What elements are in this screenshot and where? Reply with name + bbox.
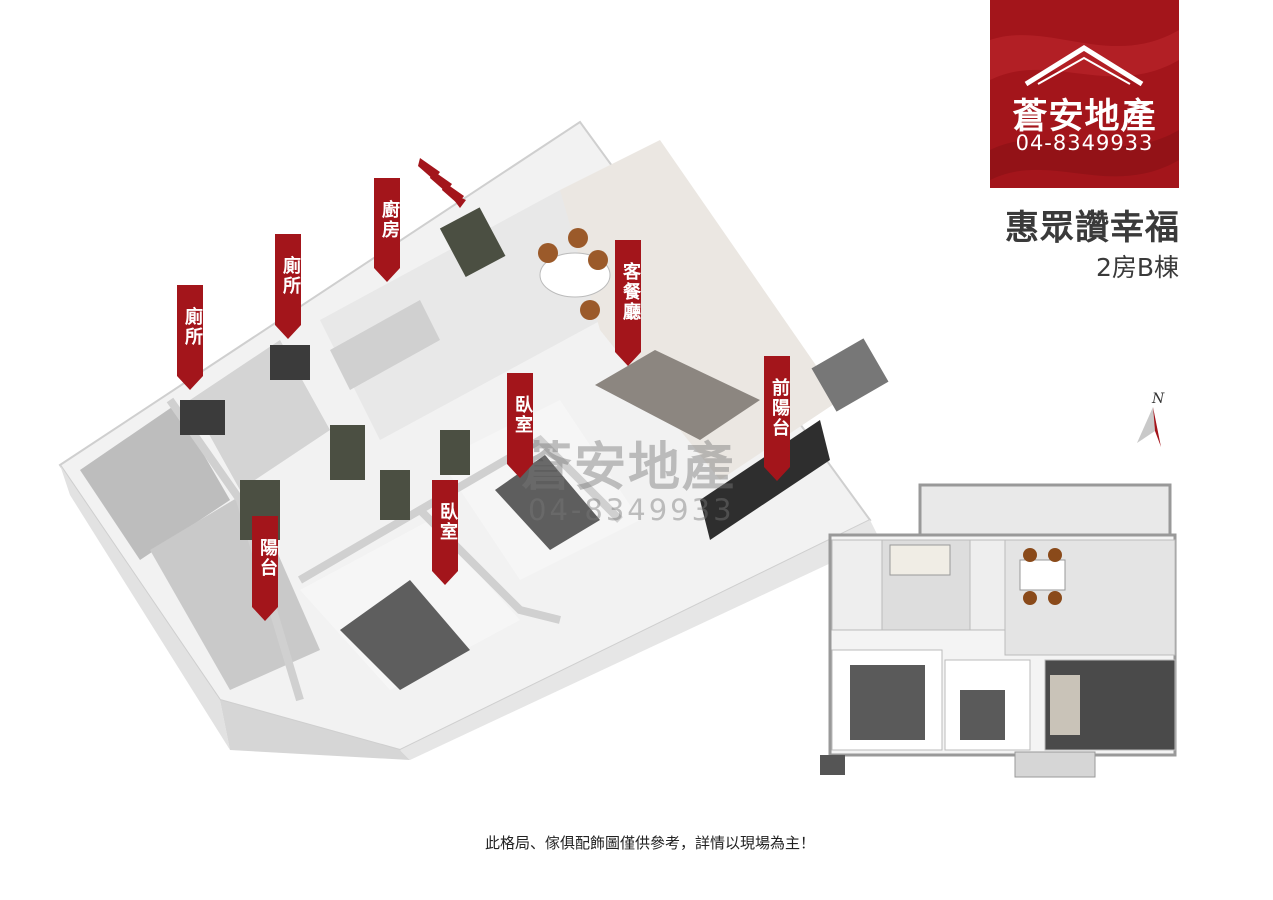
compass-icon: N: [1137, 391, 1165, 447]
vanity-2: [270, 345, 310, 380]
pointer-kitchen: [374, 178, 400, 282]
project-title: 惠眾讚幸福: [1005, 208, 1180, 248]
pointer-bedroom-2: [507, 373, 533, 478]
brand-name: 蒼安地產: [1012, 97, 1157, 137]
watermark-name: 蒼安地產: [520, 438, 737, 498]
bedroom-door-2: [440, 430, 470, 475]
room-label-pointers: [177, 178, 790, 621]
outer-wall-left: [60, 465, 230, 750]
disclaimer: 此格局、傢俱配飾圖僅供參考，詳情以現場為主！: [484, 834, 815, 852]
label-living-dining: 客餐廳: [620, 262, 641, 322]
label-bedroom-1: 臥室: [437, 502, 458, 542]
brand-background-swoosh: [990, 30, 1179, 180]
label-kitchen: 廚房: [379, 200, 400, 240]
bathroom-door: [330, 425, 365, 480]
balcony-floor: [150, 490, 320, 690]
label-front-balcony: 前陽台: [769, 378, 790, 438]
pointer-living-dining: [615, 240, 641, 366]
pointer-balcony: [252, 516, 278, 621]
pointer-toilet-1: [177, 285, 203, 390]
brand-logo-block: 蒼安地產 04-8349933: [990, 0, 1179, 188]
label-bedroom-2: 臥室: [512, 395, 533, 435]
ac-unit: [811, 338, 889, 412]
outer-wall-bottom: [220, 700, 410, 760]
outer-wall-right: [400, 520, 880, 760]
entry-door: [439, 207, 506, 278]
brand-phone: 04-8349933: [1015, 131, 1154, 155]
house-roof-icon: [1024, 45, 1144, 87]
bed-1: [340, 580, 470, 690]
sofa: [595, 350, 760, 440]
front-balcony-railing: [700, 420, 830, 540]
compass-label: N: [1151, 391, 1165, 407]
kitchen-counter: [330, 300, 440, 390]
bed-2: [495, 455, 600, 550]
top-view-floor-plan: [820, 483, 1177, 778]
watermark-phone: 04-8349933: [528, 493, 735, 527]
vanity-1: [180, 400, 225, 435]
entry-arrows-icon: [418, 158, 466, 208]
pointer-front-balcony: [764, 356, 790, 481]
pointer-toilet-2: [275, 234, 301, 339]
label-toilet-2: 廁所: [280, 256, 301, 296]
pointer-bedroom-1: [432, 480, 458, 585]
bedroom-door-1: [380, 470, 410, 520]
bathroom-1-floor: [80, 405, 230, 560]
label-toilet-1: 廁所: [182, 307, 203, 347]
label-balcony: 陽台: [257, 538, 278, 578]
unit-type: 2房B棟: [1095, 253, 1179, 282]
